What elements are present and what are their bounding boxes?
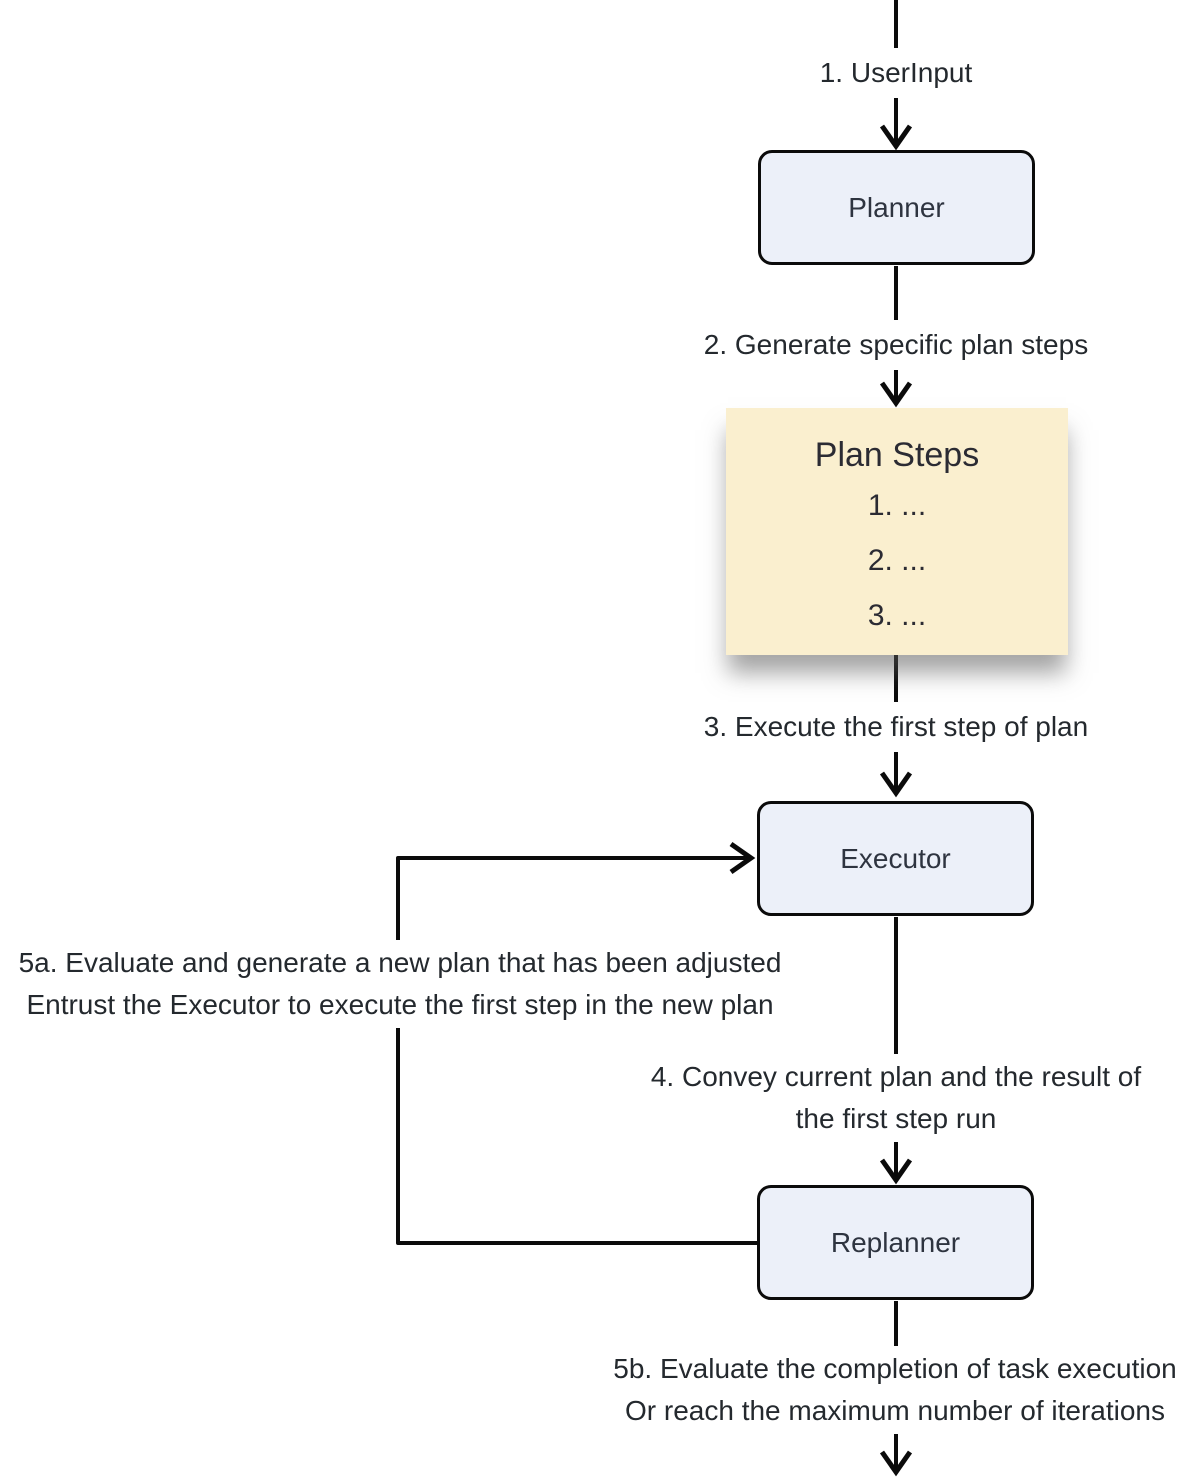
executor-node-label: Executor xyxy=(840,842,951,874)
edge-label-text: 2. Generate specific plan steps xyxy=(703,329,1089,360)
edge-label-text: 1. UserInput xyxy=(819,57,973,88)
plan-steps-title: Plan Steps xyxy=(814,436,980,474)
edge-label-text: 4. Convey current plan and the result of xyxy=(650,1061,1142,1092)
edge-replan-loop-line xyxy=(396,856,757,1245)
plan-steps-node: Plan Steps 1. ... 2. ... 3. ... xyxy=(726,408,1068,655)
edge-label-replan-loop: 5a. Evaluate and generate a new plan tha… xyxy=(0,940,800,1028)
edge-replan-loop xyxy=(396,841,757,1245)
replanner-node-label: Replanner xyxy=(830,1226,961,1258)
planner-node-label: Planner xyxy=(848,191,945,223)
arrowhead-down-icon xyxy=(879,1450,913,1477)
edge-label-finish: 5b. Evaluate the completion of task exec… xyxy=(565,1346,1192,1434)
edge-label-generate-steps: 2. Generate specific plan steps xyxy=(686,320,1106,370)
edge-label-text: Or reach the maximum number of iteration… xyxy=(625,1395,1165,1426)
arrowhead-down-icon xyxy=(879,1158,913,1185)
planner-node: Planner xyxy=(758,150,1035,265)
arrowhead-down-icon xyxy=(879,124,913,151)
edge-label-user-input: 1. UserInput xyxy=(756,48,1036,98)
edge-label-text: Entrust the Executor to execute the firs… xyxy=(26,989,774,1020)
edge-label-execute-first: 3. Execute the first step of plan xyxy=(671,702,1121,752)
edge-label-text: 5b. Evaluate the completion of task exec… xyxy=(613,1353,1177,1384)
edge-label-text: 5a. Evaluate and generate a new plan tha… xyxy=(18,947,782,978)
executor-node: Executor xyxy=(757,801,1034,916)
plan-steps-item: 3. ... xyxy=(867,599,927,632)
replanner-node: Replanner xyxy=(757,1185,1034,1300)
arrowhead-down-icon xyxy=(879,381,913,408)
arrowhead-down-icon xyxy=(879,771,913,798)
edge-label-text: the first step run xyxy=(795,1103,997,1134)
arrowhead-right-icon xyxy=(729,841,756,875)
plan-steps-item: 2. ... xyxy=(867,544,927,577)
edge-label-text: 3. Execute the first step of plan xyxy=(703,711,1089,742)
edge-label-convey-result: 4. Convey current plan and the result of… xyxy=(626,1054,1166,1142)
plan-steps-item: 1. ... xyxy=(867,489,927,522)
